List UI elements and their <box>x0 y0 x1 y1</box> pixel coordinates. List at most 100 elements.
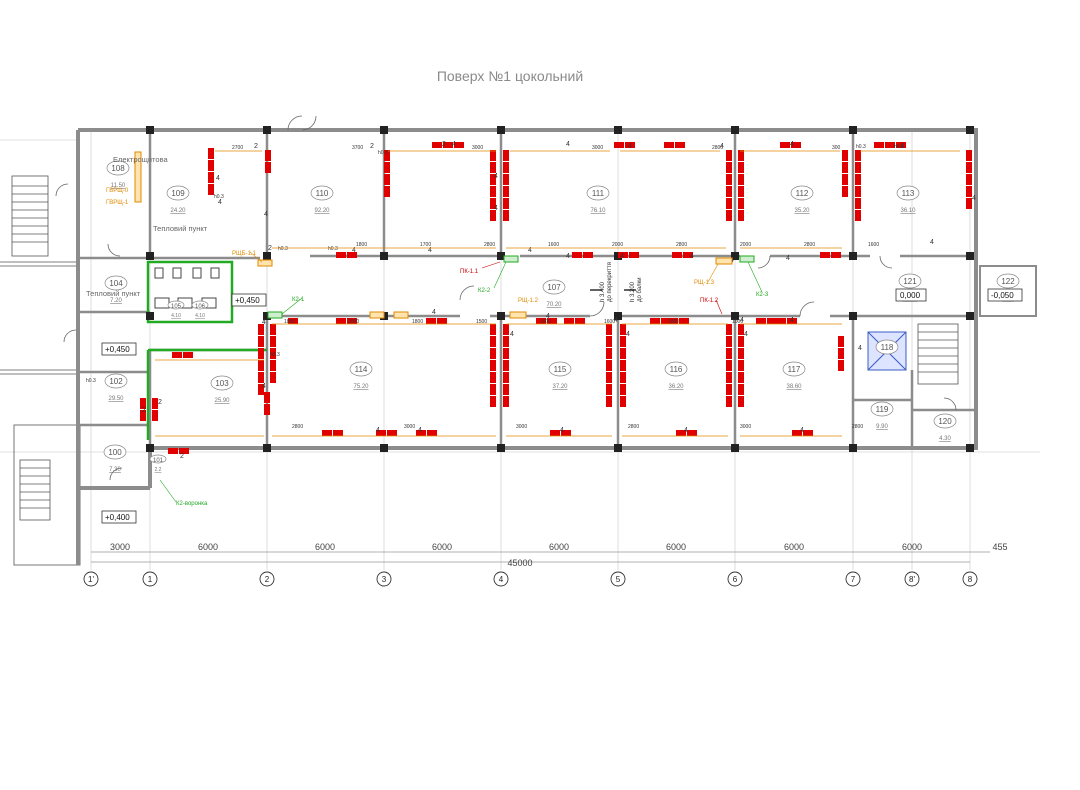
fire-hydrants <box>267 255 755 319</box>
radiator <box>270 324 276 335</box>
radiator <box>503 162 509 173</box>
radiator <box>855 210 861 221</box>
radiator <box>726 162 732 173</box>
height-notes: h 3.400 до перекриття h 3.200 до балки <box>600 262 643 302</box>
radiator <box>172 352 182 358</box>
radiator-count-label: 4 <box>744 331 748 338</box>
radiator <box>258 360 264 371</box>
radiator <box>726 372 732 383</box>
radiator <box>384 162 390 173</box>
radiator-count-label: 4 <box>614 317 618 324</box>
radiator <box>503 384 509 395</box>
radiator-height-label: h0.3 <box>214 194 224 200</box>
room-number-102: 102 <box>109 377 123 386</box>
room-number-118: 118 <box>881 343 894 352</box>
radiator-count-label: 4 <box>800 427 804 434</box>
page-title: Поверх №1 цокольний <box>436 68 584 84</box>
radiator <box>675 142 685 148</box>
radiator <box>265 150 271 161</box>
room-marker-108 <box>106 160 130 176</box>
radiator <box>738 360 744 371</box>
dimension-value: 3000 <box>404 424 415 430</box>
dimension-segment-label: 6000 <box>315 542 335 552</box>
column <box>966 444 974 452</box>
room-marker-101 <box>149 454 167 464</box>
wc-fixtures <box>154 267 220 309</box>
radiator-count-label: 4 <box>684 427 688 434</box>
radiator <box>606 348 612 359</box>
column <box>497 252 505 260</box>
radiator <box>490 174 496 185</box>
column <box>614 126 622 134</box>
dimension-value: 1600 <box>868 242 879 248</box>
radiator <box>503 348 509 359</box>
radiator-count-label: 4 <box>858 345 862 352</box>
room-area-108: 11.50 <box>111 183 126 189</box>
axis-label: 3 <box>382 575 387 584</box>
tag-rshb11: РЩБ-1.1 <box>232 251 257 257</box>
radiator <box>738 162 744 173</box>
radiator <box>208 160 214 171</box>
radiator <box>672 252 682 258</box>
room-area-104: 7.20 <box>110 298 122 304</box>
tag-grsh1: ГВРЩ-1 <box>106 200 129 206</box>
electrical-panels <box>134 151 733 319</box>
radiator <box>738 174 744 185</box>
column <box>614 444 622 452</box>
radiator <box>336 252 346 258</box>
room-marker-122 <box>996 273 1020 289</box>
column <box>380 252 388 260</box>
radiator <box>490 324 496 335</box>
radiator <box>855 162 861 173</box>
axis-circle <box>493 571 509 587</box>
radiator <box>208 148 214 159</box>
radiator <box>490 198 496 209</box>
room-number-120: 120 <box>938 417 952 426</box>
radiator <box>490 336 496 347</box>
radiator <box>426 318 436 324</box>
radiator-height-label: h0.3 <box>378 150 388 156</box>
radiator-count-label: 4 <box>494 173 498 180</box>
column <box>849 126 857 134</box>
room-number-113: 113 <box>902 189 915 198</box>
room-marker-112 <box>790 185 814 201</box>
radiator <box>606 384 612 395</box>
room-number-106: 106 <box>195 304 206 310</box>
radiator-count-label: 4 <box>452 141 456 148</box>
tag-rshch13: РЩ-1.3 <box>694 280 715 286</box>
radiator-count-label: 4 <box>218 199 222 206</box>
dimension-value: 1700 <box>420 242 431 248</box>
tag-k23: К2-3 <box>756 292 769 298</box>
radiator <box>606 396 612 407</box>
radiator <box>572 252 582 258</box>
column <box>966 126 974 134</box>
room-marker-110 <box>310 185 334 201</box>
level-mark-2: +0,450 <box>105 345 130 354</box>
radiator-count-label: 2 <box>268 245 272 252</box>
radiator <box>490 186 496 197</box>
radiator <box>376 430 386 436</box>
radiator-count-label: 2 <box>180 453 184 460</box>
radiator <box>855 198 861 209</box>
column <box>731 444 739 452</box>
dimension-value: 2000 <box>612 242 623 248</box>
radiator <box>726 150 732 161</box>
radiator <box>874 142 884 148</box>
dimension-value: 2800 <box>804 242 815 248</box>
column <box>497 126 505 134</box>
radiator <box>620 324 626 335</box>
radiator-count-label: 4 <box>428 247 432 254</box>
dimension-value: 1800 <box>668 319 679 325</box>
tag-rshch12: РЩ-1.2 <box>518 298 539 304</box>
radiator <box>820 252 830 258</box>
room-number-117: 117 <box>788 365 801 374</box>
tag-leaders <box>159 251 763 503</box>
dimension-segment-label: 6000 <box>549 542 569 552</box>
note-h1: h 3.400 <box>600 281 606 302</box>
radiator <box>966 162 972 173</box>
radiator <box>726 210 732 221</box>
radiator <box>780 142 790 148</box>
level-mark-5: -0,050 <box>991 291 1014 300</box>
radiator <box>503 336 509 347</box>
radiator-count-label: 4 <box>972 195 976 202</box>
